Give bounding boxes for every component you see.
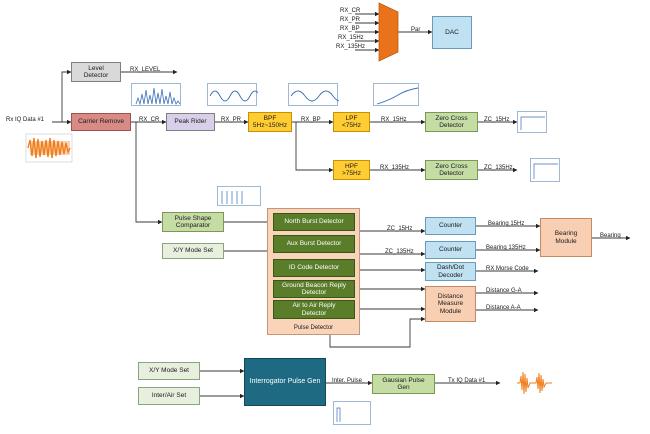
id-code-detector-block[interactable]: ID Code Detector [273, 259, 355, 277]
counter-15hz-block[interactable]: Counter [425, 217, 476, 235]
signal-rx-iq-input: Rx IQ Data #1 [6, 117, 45, 123]
xy-mode-set-top-block[interactable]: X/Y Mode Set [162, 243, 224, 259]
lpf-wave-thumbnail [373, 83, 419, 106]
signal-rx-15hz-top: RX_15Hz [338, 35, 364, 41]
bearing-module-block[interactable]: Bearing Module [540, 218, 592, 257]
pulse-shape-comparator-block[interactable]: Pulse Shape Comparator [162, 212, 224, 232]
distance-measure-module-block[interactable]: Distance Measure Module [425, 286, 476, 322]
carrier-remove-block[interactable]: Carrier Remove [71, 113, 131, 131]
signal-rx-pr: RX_PR [221, 117, 242, 123]
aux-burst-detector-block[interactable]: Aux Burst Detector [273, 235, 355, 253]
signal-inter-pulse: Inter. Pulse [332, 378, 363, 384]
counter-135hz-block[interactable]: Counter [425, 241, 476, 259]
signal-rx-pr-top: RX_PR [340, 17, 361, 23]
signal-distance-g-a: Distance G-A [486, 288, 522, 294]
rx-iq-waveform [25, 133, 73, 163]
signal-rx-bp-top: RX_BP [340, 26, 360, 32]
signal-rx-135hz: RX_135Hz [380, 165, 410, 171]
lpf-block[interactable]: LPF <75Hz [333, 112, 370, 132]
signal-rx-bp: RX_BP [301, 117, 321, 123]
zc-135hz-thumbnail [530, 158, 560, 182]
pulse-detector-label: Pulse Detector [293, 325, 334, 331]
zc-15hz-thumbnail [517, 111, 547, 133]
signal-bearing: Bearing [600, 233, 621, 239]
signal-zc-135hz-out: ZC_135Hz [484, 165, 513, 171]
interrogator-pulse-gen-block[interactable]: Interrogator Pulse Gen [244, 358, 326, 406]
ground-beacon-reply-detector-block[interactable]: Ground Beacon Reply Detector [273, 280, 355, 298]
dac-block[interactable]: DAC [432, 16, 472, 49]
pulse-shape-thumbnail [217, 186, 261, 206]
signal-tx-iq-output: Tx IQ Data #1 [448, 378, 486, 384]
inter-pulse-thumbnail [333, 401, 371, 425]
signal-rx-cr: RX_CR [139, 117, 160, 123]
inter-air-set-block[interactable]: Inter/Air Set [138, 387, 200, 405]
signal-zc-15hz-out: ZC_15Hz [484, 117, 510, 123]
dash-dot-decoder-block[interactable]: Dash/Dot Decoder [425, 262, 476, 281]
zero-cross-135hz-block[interactable]: Zero Cross Detector [425, 160, 478, 180]
north-burst-detector-block[interactable]: North Burst Detector [273, 213, 355, 231]
air-to-air-reply-detector-block[interactable]: Air to Air Reply Detector [273, 300, 355, 319]
zero-cross-15hz-block[interactable]: Zero Cross Detector [425, 112, 478, 132]
peak-rider-block[interactable]: Peak Rider [166, 113, 215, 131]
gaussian-pulse-gen-block[interactable]: Gausian Pulse Gen [372, 374, 435, 394]
hpf-block[interactable]: HPF >75Hz [333, 160, 370, 180]
signal-bearing-15hz: Bearing 15Hz [488, 221, 525, 227]
carrier-remove-spectrum-thumbnail [131, 83, 181, 106]
signal-rx-cr-top: RX_CR [340, 8, 361, 14]
signal-rx-135hz-top: RX_135Hz [336, 44, 366, 50]
xy-mode-set-bottom-block[interactable]: X/Y Mode Set [138, 362, 200, 380]
level-detector-block[interactable]: Level Detector [71, 62, 121, 82]
signal-bearing-135hz: Bearing 135Hz [486, 245, 526, 251]
signal-zc-15hz-in: ZC_15Hz [387, 226, 413, 232]
signal-rx-15hz: RX_15Hz [381, 117, 407, 123]
signal-rx-morse-code: RX Morse Code [486, 266, 529, 272]
signal-par: Par [411, 27, 421, 33]
bpf-block[interactable]: BPF 5Hz~150Hz [248, 112, 292, 132]
peak-rider-wave-thumbnail [207, 83, 258, 106]
signal-distance-a-a: Distance A-A [486, 305, 521, 311]
tx-iq-waveform [517, 371, 552, 395]
signal-rx-level: RX_LEVEL [130, 67, 161, 73]
bpf-wave-thumbnail [288, 83, 339, 106]
signal-zc-135hz-in: ZC_135Hz [385, 249, 414, 255]
